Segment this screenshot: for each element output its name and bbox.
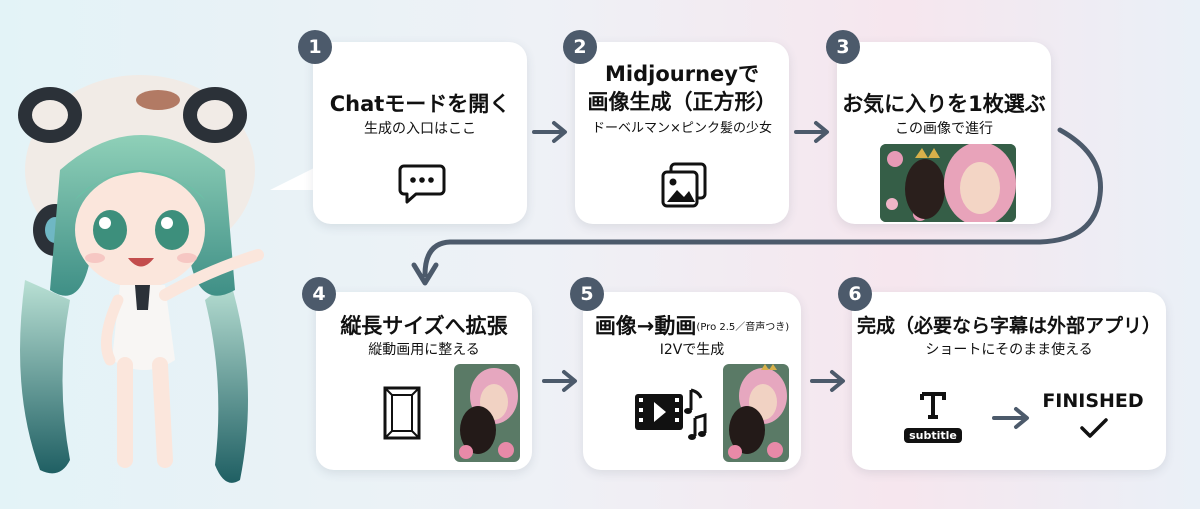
portrait-frame-icon xyxy=(383,386,421,440)
video-photo-5 xyxy=(723,364,789,462)
chat-bubble-icon xyxy=(398,164,446,204)
step-card-5: 画像→動画(Pro 2.5／音声つき) I2Vで生成 xyxy=(583,292,801,470)
step-title-5-note: (Pro 2.5／音声つき) xyxy=(696,322,790,333)
video-music-icon xyxy=(635,388,707,440)
text-t-icon xyxy=(920,392,946,419)
image-gallery-icon xyxy=(661,162,707,208)
step-subtitle-3: この画像で進行 xyxy=(895,121,993,137)
step-title-1: Chatモードを開く xyxy=(329,92,511,116)
subtitle-icon-group: subtitle xyxy=(902,390,964,443)
step-title-2b: 画像生成（正方形） xyxy=(587,90,777,114)
arrow-4-5 xyxy=(542,370,577,392)
step-card-6: 完成（必要なら字幕は外部アプリ） ショートにそのまま使える subtitle F… xyxy=(852,292,1166,470)
finished-label: FINISHED xyxy=(1042,390,1144,412)
mascot-illustration xyxy=(18,75,264,483)
step-title-6: 完成（必要なら字幕は外部アプリ） xyxy=(856,315,1161,337)
step-badge-2: 2 xyxy=(563,30,597,64)
step-badge-6: 6 xyxy=(838,277,872,311)
step-title-5: 画像→動画(Pro 2.5／音声つき) xyxy=(583,312,801,342)
step-card-3: お気に入りを1枚選ぶ この画像で進行 xyxy=(837,42,1051,224)
step-card-1: Chatモードを開く 生成の入口はここ xyxy=(313,42,527,224)
step-title-3: お気に入りを1枚選ぶ xyxy=(842,92,1046,116)
arrow-2-3 xyxy=(794,121,829,143)
step-title-5-main: 画像→動画 xyxy=(594,314,697,338)
speech-tail xyxy=(270,165,320,190)
arrow-1-2 xyxy=(532,121,567,143)
step-subtitle-6: ショートにそのまま使える xyxy=(925,342,1093,358)
selected-photo xyxy=(880,144,1016,222)
step-badge-3: 3 xyxy=(826,30,860,64)
step-badge-4: 4 xyxy=(302,277,336,311)
check-icon xyxy=(1080,418,1108,438)
arrow-3-4 xyxy=(411,127,1103,286)
subtitle-tag: subtitle xyxy=(904,428,962,443)
step-title-2a: Midjourneyで xyxy=(605,62,759,86)
step-badge-5: 5 xyxy=(570,277,604,311)
step-card-4: 縦長サイズへ拡張 縦動画用に整える xyxy=(316,292,532,470)
vertical-photo-4 xyxy=(454,364,520,462)
step-subtitle-1: 生成の入口はここ xyxy=(364,121,476,137)
arrow-to-finished xyxy=(992,407,1029,429)
step-subtitle-4: 縦動画用に整える xyxy=(368,342,480,358)
step-card-2: Midjourneyで 画像生成（正方形） ドーベルマン×ピンク髪の少女 xyxy=(575,42,789,224)
step-subtitle-2: ドーベルマン×ピンク髪の少女 xyxy=(592,121,772,136)
step-title-4: 縦長サイズへ拡張 xyxy=(340,314,508,338)
step-badge-1: 1 xyxy=(298,30,332,64)
arrow-5-6 xyxy=(810,370,845,392)
step-subtitle-5: I2Vで生成 xyxy=(659,342,725,358)
